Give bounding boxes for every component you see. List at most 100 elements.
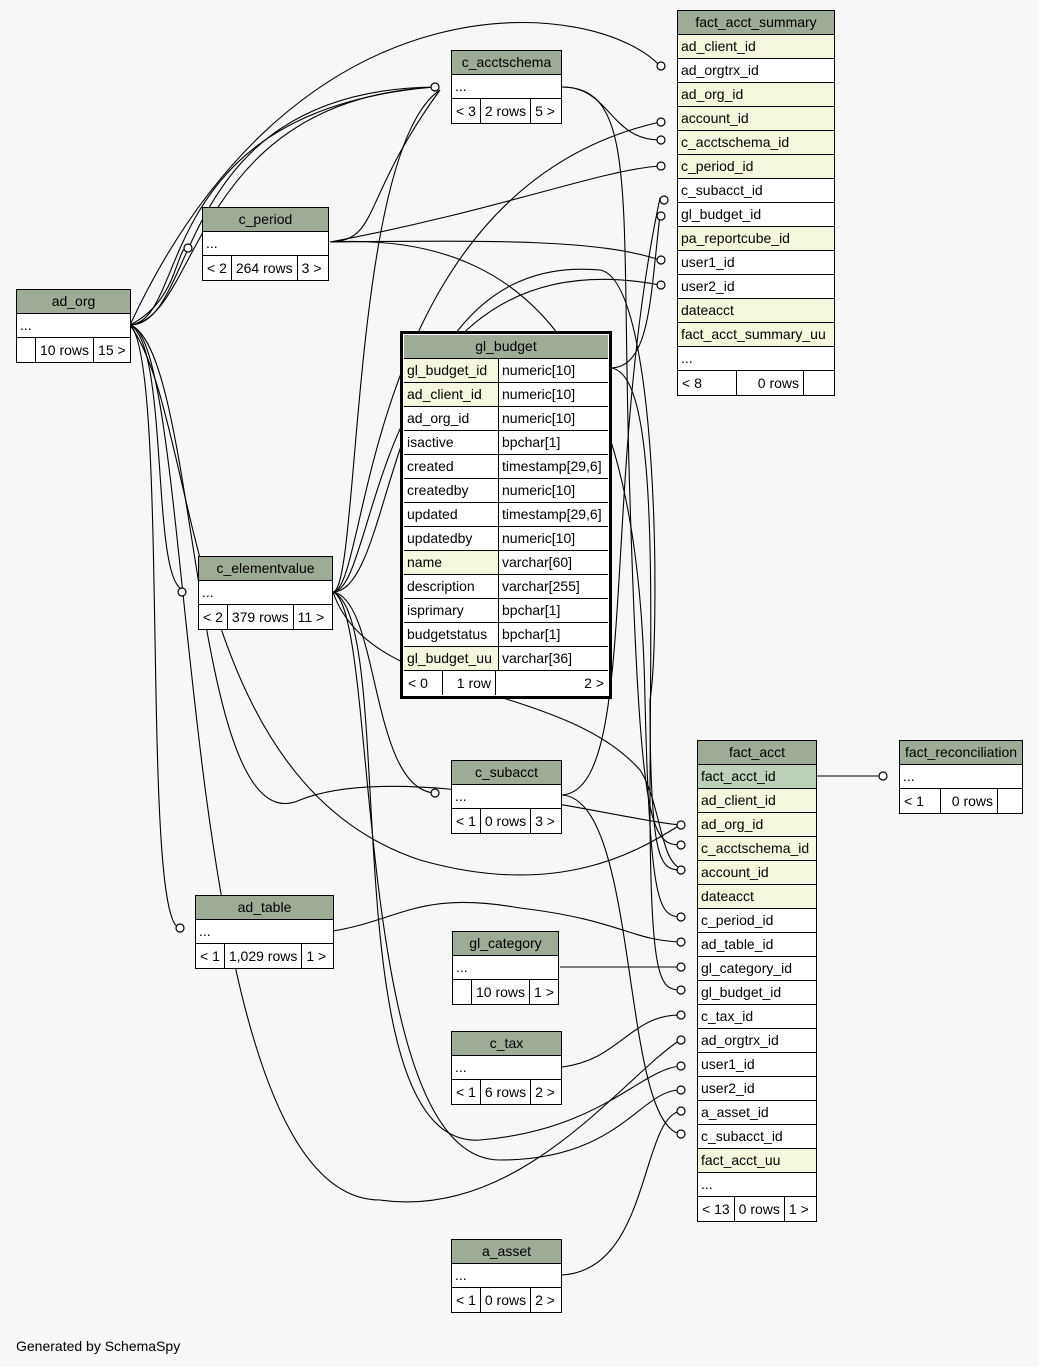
children-count[interactable]: 1 > xyxy=(306,948,327,964)
table-title[interactable]: c_tax xyxy=(452,1032,561,1056)
column-row[interactable]: account_id xyxy=(678,107,834,131)
primary-key-column[interactable]: fact_acct_id xyxy=(698,765,816,789)
column-row[interactable]: account_id xyxy=(698,861,816,885)
column-row[interactable]: gl_category_id xyxy=(698,957,816,981)
row-count: 0 rows xyxy=(941,789,998,813)
table-ad-org[interactable]: ad_org ... 10 rows 15 > xyxy=(16,289,131,363)
column-row[interactable]: a_asset_id xyxy=(698,1101,816,1125)
table-fact-acct[interactable]: fact_acct fact_acct_id ad_client_id ad_o… xyxy=(697,740,817,1222)
table-title[interactable]: c_elementvalue xyxy=(199,557,332,581)
table-title[interactable]: fact_acct_summary xyxy=(678,11,834,35)
column-name: updatedby xyxy=(404,527,499,550)
table-fact-reconciliation[interactable]: fact_reconciliation ... < 1 0 rows xyxy=(899,740,1023,814)
children-count[interactable]: 3 > xyxy=(535,813,555,829)
parents-count[interactable]: < 13 xyxy=(698,1197,735,1221)
table-c-tax[interactable]: c_tax ... < 1 6 rows 2 > xyxy=(451,1031,562,1105)
table-c-acctschema[interactable]: c_acctschema ... < 3 2 rows 5 > xyxy=(451,50,562,124)
column-row[interactable]: user2_id xyxy=(698,1077,816,1101)
table-title[interactable]: a_asset xyxy=(452,1240,561,1264)
children-count[interactable]: 3 > xyxy=(301,260,322,276)
column-row[interactable]: ad_orgtrx_id xyxy=(698,1029,816,1053)
parents-count[interactable]: < 3 xyxy=(452,99,481,123)
column-row[interactable]: c_subacct_id xyxy=(678,179,834,203)
children-count[interactable]: 2 > xyxy=(535,1084,555,1100)
column-row[interactable]: gl_budget_id xyxy=(698,981,816,1005)
table-a-asset[interactable]: a_asset ... < 1 0 rows 2 > xyxy=(451,1239,562,1313)
table-title[interactable]: c_acctschema xyxy=(452,51,561,75)
table-title[interactable]: fact_reconciliation xyxy=(900,741,1022,765)
parents-count[interactable]: < 2 xyxy=(203,256,232,280)
table-ad-table[interactable]: ad_table ... < 1 1,029 rows 1 > xyxy=(195,895,334,969)
table-c-subacct[interactable]: c_subacct ... < 1 0 rows 3 > xyxy=(451,760,562,834)
column-row[interactable]: user1_id xyxy=(698,1053,816,1077)
more-columns: ... xyxy=(453,956,558,980)
column-row[interactable]: c_subacct_id xyxy=(698,1125,816,1149)
column-row[interactable]: user2_id xyxy=(678,275,834,299)
parents-count[interactable]: < 1 xyxy=(452,809,481,833)
column-row[interactable]: dateacct xyxy=(698,885,816,909)
parents-count[interactable]: < 8 xyxy=(678,371,737,395)
children-count[interactable]: 5 > xyxy=(535,103,555,119)
rel-endpoint xyxy=(430,82,440,92)
parents-count[interactable]: < 1 xyxy=(196,944,225,968)
children-count[interactable]: 11 > xyxy=(297,609,325,625)
column-row[interactable]: c_tax_id xyxy=(698,1005,816,1029)
table-title[interactable]: gl_category xyxy=(453,932,558,956)
table-title[interactable]: ad_org xyxy=(17,290,130,314)
column-row[interactable]: dateacct xyxy=(678,299,834,323)
column-row[interactable]: c_acctschema_id xyxy=(678,131,834,155)
children-count[interactable]: 1 > xyxy=(534,984,554,1000)
parents-count[interactable]: < 1 xyxy=(452,1288,481,1312)
table-c-period[interactable]: c_period ... < 2 264 rows 3 > xyxy=(202,207,329,281)
column-row[interactable]: fact_acct_uu xyxy=(698,1149,816,1173)
table-title[interactable]: fact_acct xyxy=(698,741,816,765)
table-gl-category[interactable]: gl_category ... 10 rows 1 > xyxy=(452,931,559,1005)
parents-count[interactable]: < 2 xyxy=(199,605,228,629)
rel-endpoint xyxy=(676,1035,686,1045)
column-row[interactable]: gl_budget_id xyxy=(678,203,834,227)
column-row[interactable]: ad_client_id xyxy=(698,789,816,813)
rel-line xyxy=(329,165,661,243)
column-row[interactable]: ad_org_id xyxy=(678,83,834,107)
children-count[interactable]: 2 > xyxy=(584,675,604,691)
column-row[interactable]: ad_table_id xyxy=(698,933,816,957)
column-row[interactable]: fact_acct_summary_uu xyxy=(678,323,834,347)
table-c-elementvalue[interactable]: c_elementvalue ... < 2 379 rows 11 > xyxy=(198,556,333,630)
column-row[interactable]: user1_id xyxy=(678,251,834,275)
row-count: 2 rows xyxy=(481,99,532,123)
table-title[interactable]: c_period xyxy=(203,208,328,232)
table-title[interactable]: ad_table xyxy=(196,896,333,920)
table-fact-acct-summary[interactable]: fact_acct_summary ad_client_id ad_orgtrx… xyxy=(677,10,835,396)
column-row[interactable]: c_acctschema_id xyxy=(698,837,816,861)
column-row[interactable]: ad_orgtrx_id xyxy=(678,59,834,83)
rel-line xyxy=(129,86,436,326)
children-count[interactable]: 2 > xyxy=(535,1292,555,1308)
table-title[interactable]: gl_budget xyxy=(404,335,608,359)
column-name: gl_budget_uu xyxy=(404,647,499,670)
parents-count[interactable]: < 1 xyxy=(452,1080,481,1104)
children-count[interactable]: 1 > xyxy=(788,1201,809,1217)
table-title[interactable]: c_subacct xyxy=(452,761,561,785)
column-row[interactable]: c_period_id xyxy=(678,155,834,179)
column-row[interactable]: c_period_id xyxy=(698,909,816,933)
column-row[interactable]: pa_reportcube_id xyxy=(678,227,834,251)
column-row[interactable]: ad_org_id xyxy=(698,813,816,837)
parents-count[interactable]: < 1 xyxy=(900,789,941,813)
children-count[interactable]: 15 > xyxy=(98,342,126,358)
column-row[interactable]: ad_client_id xyxy=(678,35,834,59)
table-footer: < 1 0 rows 2 > xyxy=(452,1288,561,1312)
